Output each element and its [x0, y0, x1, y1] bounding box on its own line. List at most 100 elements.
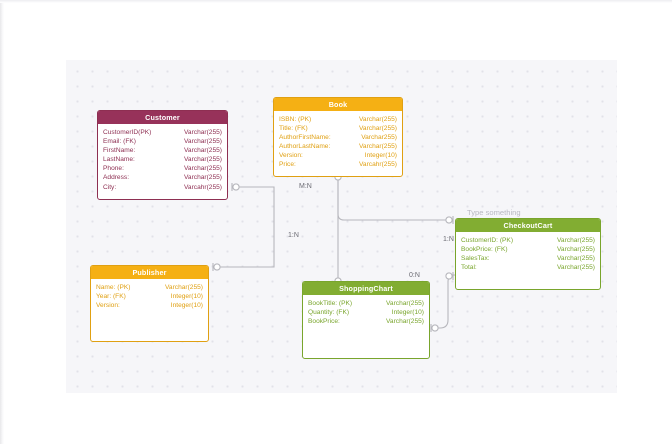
field-name: Email: (FK)	[103, 138, 136, 146]
field-name: City:	[103, 183, 117, 191]
field-type: Varchar255)	[361, 134, 397, 142]
entity-title-book[interactable]: Book	[274, 98, 402, 111]
field-name: Version:	[279, 152, 303, 160]
connector-endpoint-publisher-right	[213, 263, 221, 271]
field-name: ISBN: (PK)	[279, 116, 312, 123]
field-type: Varchar(255)	[359, 143, 397, 151]
entity-fields-checkoutcart: CustomerID: (PK)Varchar(255)BookPrice: (…	[456, 232, 600, 276]
edge-publisher-customer	[214, 186, 275, 268]
field-name: BookPrice:	[308, 318, 340, 326]
field-name: LastName:	[103, 156, 135, 164]
field-type: Varchar(255)	[557, 255, 595, 263]
connector-endpoint-customer-right	[232, 183, 240, 191]
field-name: BookPrice: (FK)	[461, 246, 508, 254]
field-type: Varchar(255)	[184, 138, 222, 146]
field-row[interactable]: LastName: Varchar(255)	[103, 155, 222, 164]
field-type: Varchar(255)	[557, 237, 595, 244]
field-row[interactable]: CustomerID(PK) Varchar(255)	[103, 128, 222, 137]
entity-fields-shoppingchart: BookTitle: (PK)Varchar(255)Quantity: (FK…	[303, 295, 429, 330]
field-row[interactable]: City: Varcahr(255)	[103, 183, 222, 192]
field-row[interactable]: Address: Varchar(255)	[103, 173, 222, 182]
entity-title-customer[interactable]: Customer	[98, 111, 227, 124]
field-row[interactable]: Total: Varchar(255)	[461, 263, 595, 272]
entity-title-publisher[interactable]: Publisher	[91, 266, 208, 279]
entity-fields-book: ISBN: (PK) Varchar(255) Title: (FK) Varchar…	[274, 111, 402, 174]
field-name: CustomerID(PK)	[103, 129, 152, 136]
field-row[interactable]: AuthorLastName: Varchar(255)	[279, 142, 397, 151]
field-name: AuthorFirstName:	[279, 134, 331, 142]
field-row[interactable]: AuthorFirstName: Varchar255)	[279, 133, 397, 142]
field-type: Varchar(255)	[165, 284, 203, 291]
canvas-placeholder-text[interactable]: Type something	[467, 208, 521, 217]
field-name: Year: (FK)	[96, 293, 126, 301]
field-row[interactable]: Phone: Varchar(255)	[103, 164, 222, 173]
field-type: Varchar(255)	[386, 300, 424, 307]
field-row[interactable]: Email: (FK) Varchar(255)	[103, 137, 222, 146]
field-row[interactable]: BookPrice: Varchar(255)	[308, 317, 424, 326]
field-type: Varchar(255)	[557, 246, 595, 254]
page-edge-top	[0, 0, 672, 3]
field-name: BookTitle: (PK)	[308, 300, 353, 307]
entity-title-checkoutcart[interactable]: CheckoutCart	[456, 219, 600, 232]
field-type: Varcahr(255)	[359, 161, 397, 169]
field-type: Integer(10)	[170, 302, 203, 310]
connector-endpoint-shoppingchart-right	[431, 324, 439, 332]
field-row[interactable]: Version:Integer(10)	[279, 151, 397, 160]
field-row[interactable]: ISBN: (PK) Varchar(255)	[279, 115, 397, 124]
cardinality-label-shoppingchart-checkoutcart[interactable]: 0:N	[409, 272, 420, 279]
field-name: SalesTax:	[461, 255, 490, 263]
field-name: Version:	[96, 302, 120, 310]
field-type: Varchar(255)	[184, 165, 222, 173]
field-name: Address:	[103, 174, 130, 182]
edge-shoppingchart-checkoutcart	[432, 274, 456, 329]
field-row[interactable]: CustomerID: (PK) Varchar(255)	[461, 236, 595, 245]
entity-title-shoppingchart[interactable]: ShoppingChart	[303, 282, 429, 295]
field-type: Varchar(255)	[359, 116, 397, 123]
field-row[interactable]: BookPrice: (FK) Varchar(255)	[461, 245, 595, 254]
field-name: Name: (PK)	[96, 284, 131, 291]
field-name: FirstName:	[103, 147, 136, 155]
field-type: Varcahr(255)	[184, 183, 222, 191]
field-row[interactable]: BookTitle: (PK) Varchar(255)	[308, 299, 424, 308]
field-name: Title: (FK)	[279, 125, 308, 133]
entity-fields-publisher: Name: (PK) Varchar(255) Year: (FK) Integer(…	[91, 279, 208, 314]
field-row[interactable]: Year: (FK) Integer(10)	[96, 292, 203, 301]
cardinality-label-publisher-customer[interactable]: 1:N	[288, 232, 299, 239]
field-row[interactable]: Title: (FK) Varchar(255)	[279, 124, 397, 133]
field-row[interactable]: SalesTax: Varchar(255)	[461, 254, 595, 263]
field-name: Price:	[279, 161, 296, 169]
field-row[interactable]: Price: Varcahr(255)	[279, 160, 397, 169]
entity-fields-customer: CustomerID(PK) Varchar(255) Email: (FK) Var…	[98, 124, 227, 196]
cardinality-label-book-checkoutcart[interactable]: 1:N	[443, 236, 454, 243]
cardinality-label-book-shoppingchart[interactable]: M:N	[299, 183, 312, 190]
field-name: CustomerID: (PK)	[461, 237, 514, 244]
field-name: Quantity: (FK)	[308, 309, 350, 317]
field-type: Varchar(255)	[386, 318, 424, 326]
connector-endpoint-checkoutcart-left-lower	[445, 272, 453, 280]
field-type: Varchar(255)	[184, 156, 222, 164]
field-type: Varchar(255)	[184, 147, 222, 155]
page-edge-left	[0, 0, 4, 444]
field-type: Varchar(255)	[359, 125, 397, 133]
field-name: AuthorLastName:	[279, 143, 331, 151]
field-type: Integer(10)	[391, 309, 424, 317]
field-name: Phone:	[103, 165, 124, 173]
field-row[interactable]: Version: Integer(10)	[96, 301, 203, 310]
field-row[interactable]: FirstName: Varchar(255)	[103, 146, 222, 155]
field-row[interactable]: Name: (PK) Varchar(255)	[96, 283, 203, 292]
connector-endpoint-checkoutcart-left-upper	[445, 216, 453, 224]
field-type: Varchar(255)	[557, 264, 595, 272]
edge-book-checkoutcart	[337, 179, 452, 221]
field-type: Varchar(255)	[184, 174, 222, 182]
field-name: Total:	[461, 264, 477, 272]
field-type: Varchar(255)	[184, 129, 222, 136]
field-type: Integer(10)	[170, 293, 203, 301]
field-row[interactable]: Quantity: (FK) Integer(10)	[308, 308, 424, 317]
